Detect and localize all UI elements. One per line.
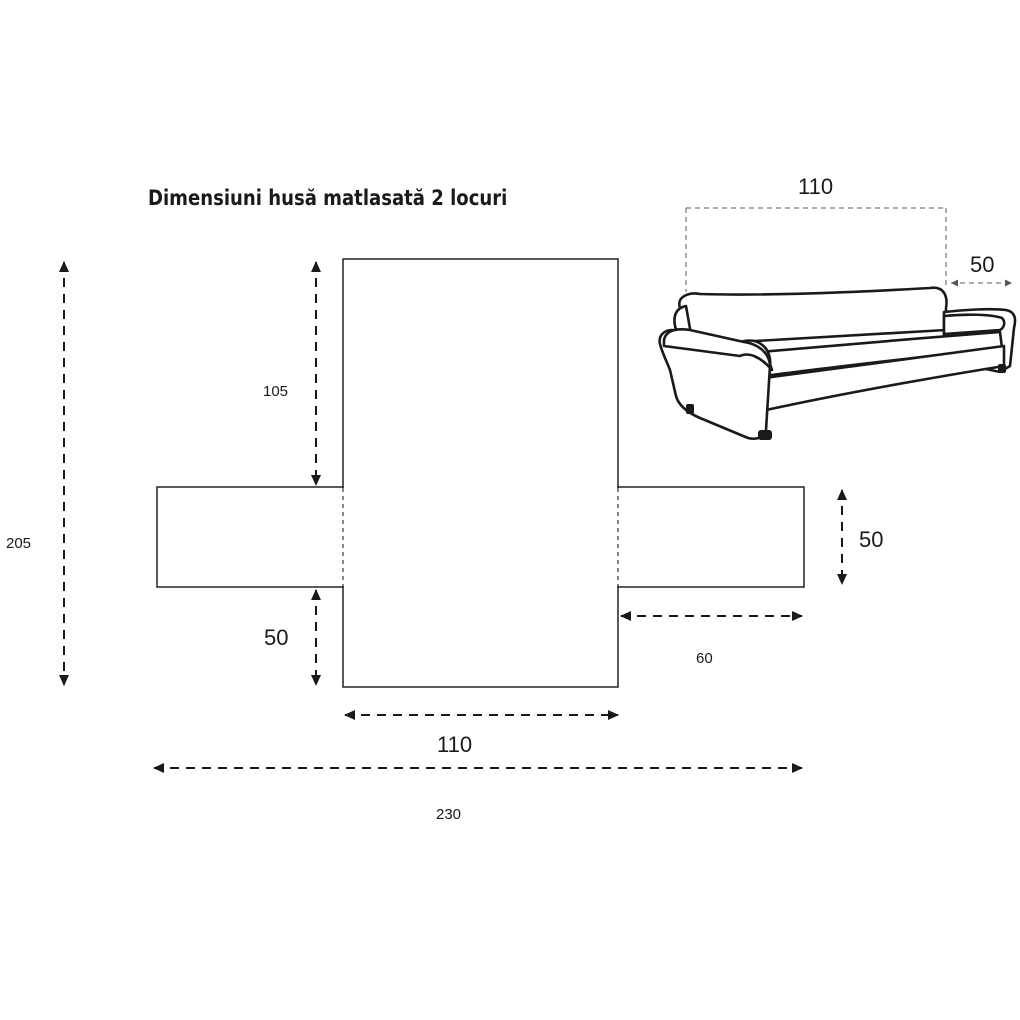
seat-depth-label: 50 xyxy=(264,625,289,650)
sofa-illustration xyxy=(658,207,1017,441)
cover-layout xyxy=(156,258,805,688)
arm-height-label: 50 xyxy=(859,527,884,552)
left-arm-panel xyxy=(156,486,344,588)
sofa-seat-width-label: 110 xyxy=(798,174,834,199)
seat-width-label: 110 xyxy=(437,732,473,757)
total-height-label: 205 xyxy=(6,535,32,552)
page-title: Dimensiuni husă matlasată 2 locuri xyxy=(148,186,508,210)
back-panel xyxy=(342,258,619,688)
back-height-label: 105 xyxy=(263,383,289,400)
total-width-label: 230 xyxy=(436,806,462,823)
arm-length-label: 60 xyxy=(696,650,713,667)
sofa-arm-width-label: 50 xyxy=(970,252,995,277)
right-arm-panel xyxy=(617,486,805,588)
